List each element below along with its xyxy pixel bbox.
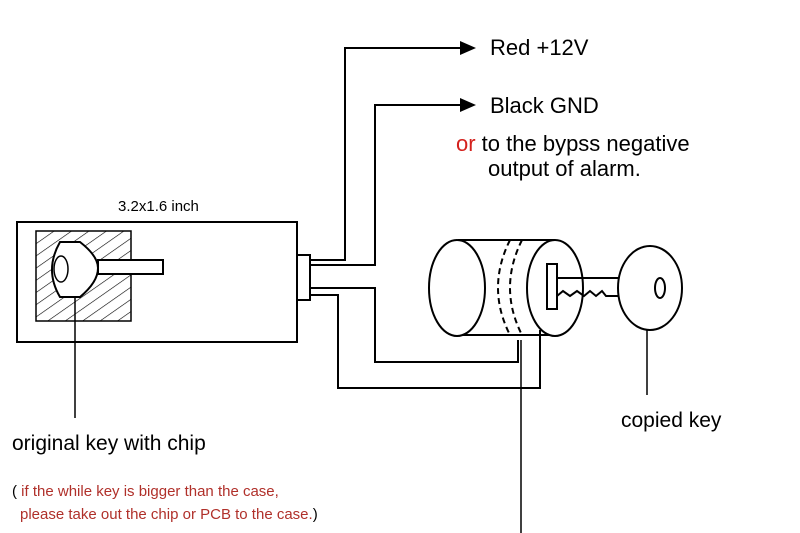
- pointer-lines: [74, 296, 648, 533]
- note-close-paren: ): [313, 506, 318, 523]
- module-box: [16, 221, 311, 343]
- note-open-paren: (: [12, 483, 21, 500]
- bypass-label-line2: output of alarm.: [488, 156, 641, 181]
- black-wire-label: Black GND: [490, 93, 599, 118]
- arrow-right-icon: [460, 98, 476, 112]
- or-word: or: [456, 131, 476, 156]
- wires: [310, 47, 541, 389]
- copied-key: [556, 245, 683, 331]
- red-wire-label: Red +12V: [490, 35, 589, 60]
- bypass-label-line1: or to the bypss negative: [456, 131, 690, 156]
- note-line2: please take out the chip or PCB to the c…: [20, 506, 318, 523]
- black-wire: [310, 104, 462, 266]
- original-key-label: original key with chip: [12, 432, 206, 455]
- signal-wire-a: [310, 287, 519, 363]
- note-text-1: if the while key is bigger than the case…: [21, 483, 279, 500]
- size-label: 3.2x1.6 inch: [118, 198, 199, 215]
- arrow-heads: [460, 41, 476, 112]
- red-wire: [310, 47, 462, 261]
- antenna-cylinder: [428, 239, 584, 337]
- chip-key-hatched: [35, 230, 164, 322]
- note-text-2: please take out the chip or PCB to the c…: [20, 506, 313, 523]
- bypass-text-1: to the bypss negative: [476, 131, 690, 156]
- note-line1: ( if the while key is bigger than the ca…: [12, 483, 279, 500]
- copied-key-label: copied key: [621, 409, 722, 432]
- arrow-right-icon: [460, 41, 476, 55]
- signal-wire-b: [310, 294, 541, 389]
